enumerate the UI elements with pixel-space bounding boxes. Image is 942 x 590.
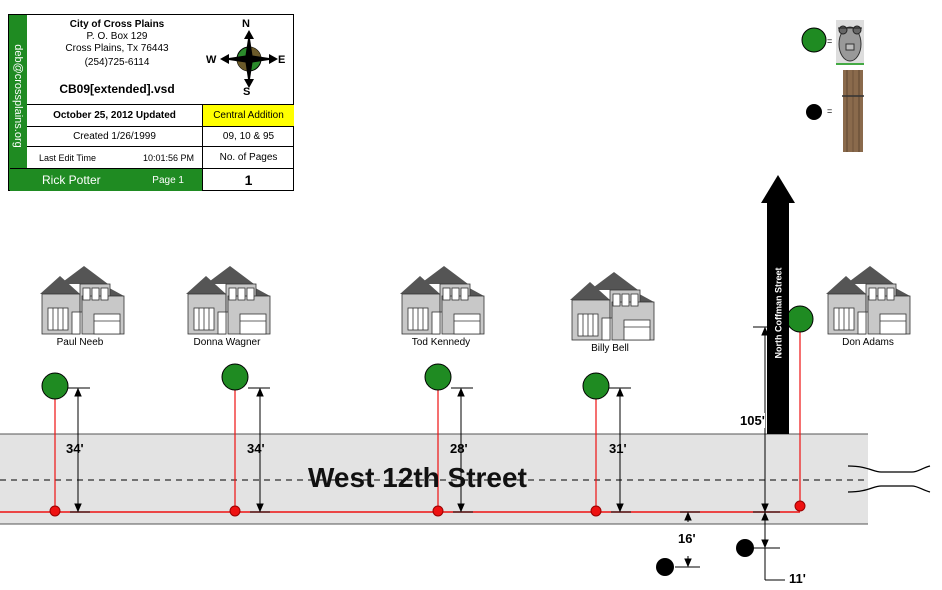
transformer-marker (41, 372, 69, 400)
compass-south: S (243, 86, 251, 98)
compass-north: N (242, 18, 250, 30)
street-break-bottom (847, 485, 931, 493)
updated-date: October 25, 2012 Updated (27, 104, 202, 126)
legend-black-equals: = (827, 106, 833, 116)
dimension-label: 31' (609, 441, 627, 456)
house-label: Billy Bell (591, 343, 629, 354)
house-label: Donna Wagner (193, 337, 261, 348)
north-street-arrow (761, 175, 795, 203)
title-block: deb@crossplains.org City of Cross Plains… (8, 14, 294, 191)
house-label: Don Adams (842, 337, 894, 348)
meter-marker (794, 500, 806, 512)
transformer-marker (582, 372, 610, 400)
side-strip (9, 15, 27, 190)
meter-marker (590, 505, 602, 517)
compass-east: E (278, 54, 286, 66)
last-edit-time: 10:01:56 PM (142, 152, 194, 163)
legend (801, 20, 864, 152)
author: Rick Potter (42, 173, 101, 187)
legend-green-equals: = (827, 36, 833, 46)
dimension-lines (68, 326, 790, 581)
house-icon (398, 264, 486, 336)
dimension-label: 34' (247, 441, 265, 456)
file-name: CB09[extended].vsd (59, 82, 175, 96)
house-icon (184, 264, 272, 336)
compass-rose-icon (220, 30, 278, 88)
pole-marker (736, 539, 754, 557)
house-icon (38, 264, 126, 336)
transformer-icon (836, 20, 864, 65)
sections: 09, 10 & 95 (203, 126, 294, 146)
last-edit-label: Last Edit Time (39, 152, 97, 163)
utility-pole-icon (842, 70, 864, 152)
po-box: P. O. Box 129 (86, 31, 148, 42)
created-date: Created 1/26/1999 (27, 126, 202, 146)
dimension-label: 16' (678, 531, 696, 546)
north-street-bar (767, 200, 789, 434)
phone: (254)725-6114 (84, 57, 150, 68)
house-label: Paul Neeb (56, 337, 104, 348)
side-street-label: North Coffman Street (773, 267, 784, 359)
transformer-marker (221, 363, 249, 391)
page-count: 1 (203, 168, 294, 191)
dimension-label: 105' (740, 413, 765, 428)
house-label: Tod Kennedy (411, 337, 471, 348)
dimension-label: 28' (450, 441, 468, 456)
house-icon (568, 270, 656, 342)
dimension-label: 34' (66, 441, 84, 456)
compass-west: W (206, 54, 217, 66)
last-edit-row: Last Edit Time 10:01:56 PM (27, 146, 202, 168)
pages-label: No. of Pages (203, 146, 294, 168)
compass: N S E W (204, 18, 294, 100)
street-break-top (847, 465, 931, 473)
pole-marker (656, 558, 674, 576)
org-name: City of Cross Plains (69, 19, 165, 30)
author-row: Rick Potter Page 1 (10, 168, 202, 191)
main-street-label: West 12th Street (308, 462, 527, 493)
dimension-label: 11' (789, 571, 806, 586)
page-number: Page 1 (152, 174, 184, 186)
meter-marker (229, 505, 241, 517)
transformer-marker (424, 363, 452, 391)
meter-marker (49, 505, 61, 517)
area-name: Central Addition (203, 104, 294, 126)
meter-marker (432, 505, 444, 517)
city-state: Cross Plains, Tx 76443 (65, 43, 169, 54)
transformer-marker (786, 305, 814, 333)
house-icon (824, 264, 912, 336)
